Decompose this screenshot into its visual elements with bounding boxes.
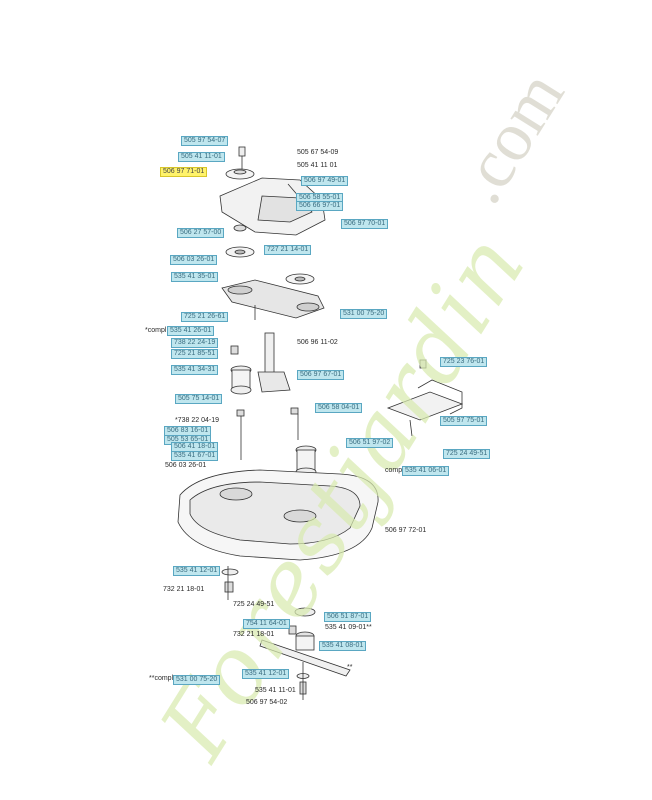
part-number-label: 732 21 18-01 bbox=[233, 631, 275, 638]
part-number-label: 506 97 72-01 bbox=[385, 527, 427, 534]
part-number-label[interactable]: 535 41 12-01 bbox=[173, 566, 221, 576]
pulley-3 bbox=[285, 273, 315, 285]
part-number-label[interactable]: 506 03 26-01 bbox=[170, 255, 218, 265]
part-number-label[interactable]: 506 58 04-01 bbox=[315, 403, 363, 413]
part-number-label[interactable]: 738 22 24-19 bbox=[171, 338, 219, 348]
pulley-2 bbox=[225, 246, 255, 258]
part-number-label: 535 41 09-01** bbox=[325, 624, 372, 631]
part-number-label[interactable]: 754 11 64-01 bbox=[243, 619, 290, 629]
part-number-label: 506 96 11-02 bbox=[297, 339, 338, 346]
part-number-label[interactable]: 505 97 54-07 bbox=[181, 136, 229, 146]
part-number-label: *738 22 04-19 bbox=[175, 417, 219, 424]
spacer-ring bbox=[233, 224, 247, 232]
drive-pulley bbox=[225, 168, 255, 180]
mower-deck bbox=[177, 469, 379, 561]
part-number-label[interactable]: 725 24 49-51 bbox=[443, 449, 491, 459]
part-number-label[interactable]: 535 41 08-01 bbox=[319, 641, 367, 651]
part-number-label[interactable]: 535 41 06-01 bbox=[402, 466, 450, 476]
left-spindle bbox=[230, 345, 252, 460]
blade-hub-stack bbox=[288, 607, 316, 651]
part-number-label[interactable]: 506 97 71-01 bbox=[160, 167, 208, 177]
part-number-label: 506 03 26-01 bbox=[165, 462, 207, 469]
part-number-label[interactable]: 505 41 11-01 bbox=[178, 152, 225, 162]
part-number-label[interactable]: 535 41 67-01 bbox=[171, 451, 219, 461]
part-number-label[interactable]: 725 23 76-01 bbox=[440, 357, 488, 367]
part-number-label: 725 24 49-51 bbox=[233, 601, 275, 608]
part-number-label[interactable]: 725 21 85-51 bbox=[171, 349, 219, 359]
part-number-label[interactable]: 531 00 75-20 bbox=[173, 675, 221, 685]
blade-bolt bbox=[296, 662, 310, 700]
part-number-label: 506 97 54-02 bbox=[246, 699, 288, 706]
part-number-label[interactable]: 506 51 87-01 bbox=[324, 612, 372, 622]
part-number-label: ** bbox=[347, 664, 353, 671]
part-number-label[interactable]: 506 97 49-01 bbox=[301, 176, 349, 186]
part-number-label[interactable]: 535 41 35-01 bbox=[171, 272, 219, 282]
side-bracket bbox=[386, 359, 464, 437]
part-number-label[interactable]: 535 41 12-01 bbox=[242, 669, 290, 679]
part-number-label[interactable]: 506 27 57-00 bbox=[177, 228, 225, 238]
part-number-label[interactable]: 531 00 75-20 bbox=[340, 309, 388, 319]
part-number-label: 732 21 18-01 bbox=[163, 586, 205, 593]
part-number-label: **compl bbox=[149, 675, 174, 682]
part-number-label[interactable]: 505 75 14-01 bbox=[175, 394, 223, 404]
lower-hardware-left bbox=[221, 566, 239, 600]
top-bolt bbox=[238, 146, 246, 170]
cutting-blade bbox=[259, 639, 351, 677]
part-number-label: 505 67 54-09 bbox=[297, 149, 339, 156]
part-number-label[interactable]: 506 97 70-01 bbox=[341, 219, 389, 229]
part-number-label: 505 41 11 01 bbox=[297, 162, 338, 169]
belt-cover bbox=[219, 177, 326, 236]
part-number-label[interactable]: 506 51 97-02 bbox=[346, 438, 394, 448]
bracket-plate bbox=[221, 279, 325, 319]
part-number-label[interactable]: 506 66 97-01 bbox=[296, 201, 344, 211]
part-number-label[interactable]: 505 97 75-01 bbox=[440, 416, 488, 426]
part-number-label[interactable]: 727 21 14-01 bbox=[264, 245, 312, 255]
part-number-label[interactable]: 506 97 67-01 bbox=[297, 370, 345, 380]
part-number-label: 535 41 11-01 bbox=[255, 687, 296, 694]
part-number-label: *compl bbox=[145, 327, 167, 334]
part-number-label[interactable]: 535 41 26-01 bbox=[167, 326, 215, 336]
part-number-label[interactable]: 535 41 34-31 bbox=[171, 365, 219, 375]
center-shaft bbox=[257, 332, 291, 393]
part-number-label[interactable]: 725 21 26-61 bbox=[181, 312, 229, 322]
part-number-label: compl bbox=[385, 467, 404, 474]
